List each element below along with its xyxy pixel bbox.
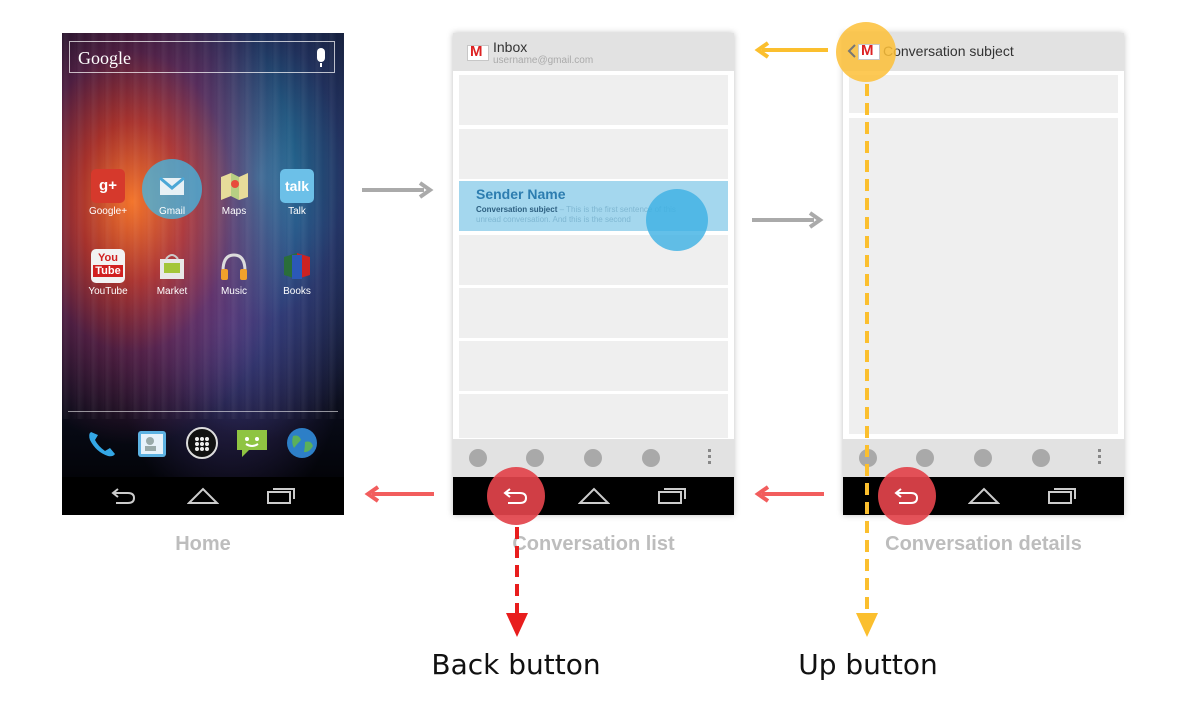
action-icon[interactable] [859, 449, 877, 467]
message-header[interactable] [849, 75, 1118, 113]
app-label: Google+ [88, 206, 128, 217]
app-label: Gmail [158, 206, 186, 217]
music-icon [217, 249, 251, 283]
books-icon [280, 249, 314, 283]
back-button-highlight[interactable] [487, 467, 545, 525]
back-icon [503, 488, 528, 504]
forward-arrow-2 [752, 211, 824, 229]
sender-name: Sender Name [476, 186, 566, 202]
list-item[interactable] [459, 75, 728, 125]
overflow-menu-icon[interactable] [708, 449, 711, 452]
google-plus-icon: g+ [91, 169, 125, 203]
gmail-logo-icon [858, 42, 880, 60]
action-bar-title: Inbox [493, 39, 528, 55]
back-icon [894, 488, 919, 504]
browser-icon[interactable] [285, 426, 319, 460]
up-pointer-arrow [856, 84, 878, 637]
caption-conversation-details: Conversation details [885, 533, 1082, 555]
app-label: Talk [288, 206, 306, 217]
chevron-left-icon [847, 44, 856, 58]
list-item[interactable] [459, 288, 728, 338]
conversation-list-screen: Inbox username@gmail.com Sender Name Con… [453, 33, 734, 515]
app-maps[interactable]: Maps [204, 169, 264, 217]
maps-icon [217, 169, 251, 203]
caption-home: Home [175, 533, 231, 555]
list-item[interactable] [459, 341, 728, 391]
bottom-action-bar [453, 439, 734, 477]
action-icon[interactable] [642, 449, 660, 467]
back-pointer-arrow [506, 527, 528, 637]
action-icon[interactable] [584, 449, 602, 467]
conversation-details-screen: Conversation subject [843, 33, 1124, 515]
up-button-annotation: Up button [798, 648, 938, 681]
up-button-highlight[interactable] [836, 22, 896, 82]
action-icon[interactable] [469, 449, 487, 467]
list-item[interactable] [459, 394, 728, 438]
system-nav-bar [62, 477, 344, 515]
dock-divider [68, 411, 338, 412]
back-button-annotation: Back button [431, 648, 601, 681]
app-label: Maps [221, 206, 247, 217]
back-arrow-2 [754, 485, 824, 503]
action-icon[interactable] [526, 449, 544, 467]
forward-arrow-1 [362, 181, 434, 199]
app-label: Books [283, 286, 311, 297]
home-icon[interactable] [187, 485, 219, 507]
app-gmail[interactable]: Gmail [142, 169, 202, 217]
recents-icon[interactable] [657, 486, 687, 506]
app-market[interactable]: Market [142, 249, 202, 297]
contacts-icon[interactable] [135, 426, 169, 460]
caption-conversation-list: Conversation list [512, 533, 675, 555]
action-bar: Inbox username@gmail.com [453, 33, 734, 71]
list-item[interactable] [459, 129, 728, 179]
message-preview: Conversation subject – This is the first… [476, 205, 696, 227]
app-talk[interactable]: talk Talk [267, 169, 327, 217]
market-icon [155, 249, 189, 283]
microphone-icon[interactable] [317, 48, 325, 67]
app-music[interactable]: Music [204, 249, 264, 297]
recents-icon[interactable] [266, 486, 296, 506]
action-icon[interactable] [1032, 449, 1050, 467]
back-arrow-1 [364, 485, 434, 503]
message-snippet: – This is the first sentence of this unr… [476, 205, 676, 224]
touch-highlight [646, 189, 708, 251]
up-arrow-horizontal [754, 41, 828, 59]
app-label: Market [156, 286, 188, 297]
app-label: Music [220, 286, 248, 297]
app-label: YouTube [88, 286, 128, 297]
conversation-subject: Conversation subject [476, 205, 558, 214]
recents-icon[interactable] [1047, 486, 1077, 506]
back-button-highlight[interactable] [878, 467, 936, 525]
account-email: username@gmail.com [493, 55, 594, 66]
phone-icon[interactable] [84, 426, 118, 460]
home-icon[interactable] [578, 485, 610, 507]
back-icon[interactable] [110, 485, 138, 507]
talk-icon: talk [280, 169, 314, 203]
gmail-icon [155, 169, 189, 203]
action-icon[interactable] [974, 449, 992, 467]
overflow-menu-icon[interactable] [1098, 449, 1101, 452]
bottom-action-bar [843, 439, 1124, 477]
app-google-plus[interactable]: g+ Google+ [78, 169, 138, 217]
wallpaper [62, 33, 344, 419]
home-screen: Google g+ Google+ Gmail Maps talk Talk Y… [62, 33, 344, 515]
google-search-bar[interactable]: Google [69, 41, 335, 73]
gmail-logo-icon[interactable] [467, 43, 489, 61]
home-icon[interactable] [968, 485, 1000, 507]
search-bar-label: Google [78, 48, 131, 68]
message-body [849, 118, 1118, 434]
action-icon[interactable] [916, 449, 934, 467]
messaging-icon[interactable] [235, 426, 269, 460]
app-drawer-icon[interactable] [185, 426, 219, 460]
app-books[interactable]: Books [267, 249, 327, 297]
action-bar-title: Conversation subject [883, 43, 1014, 59]
